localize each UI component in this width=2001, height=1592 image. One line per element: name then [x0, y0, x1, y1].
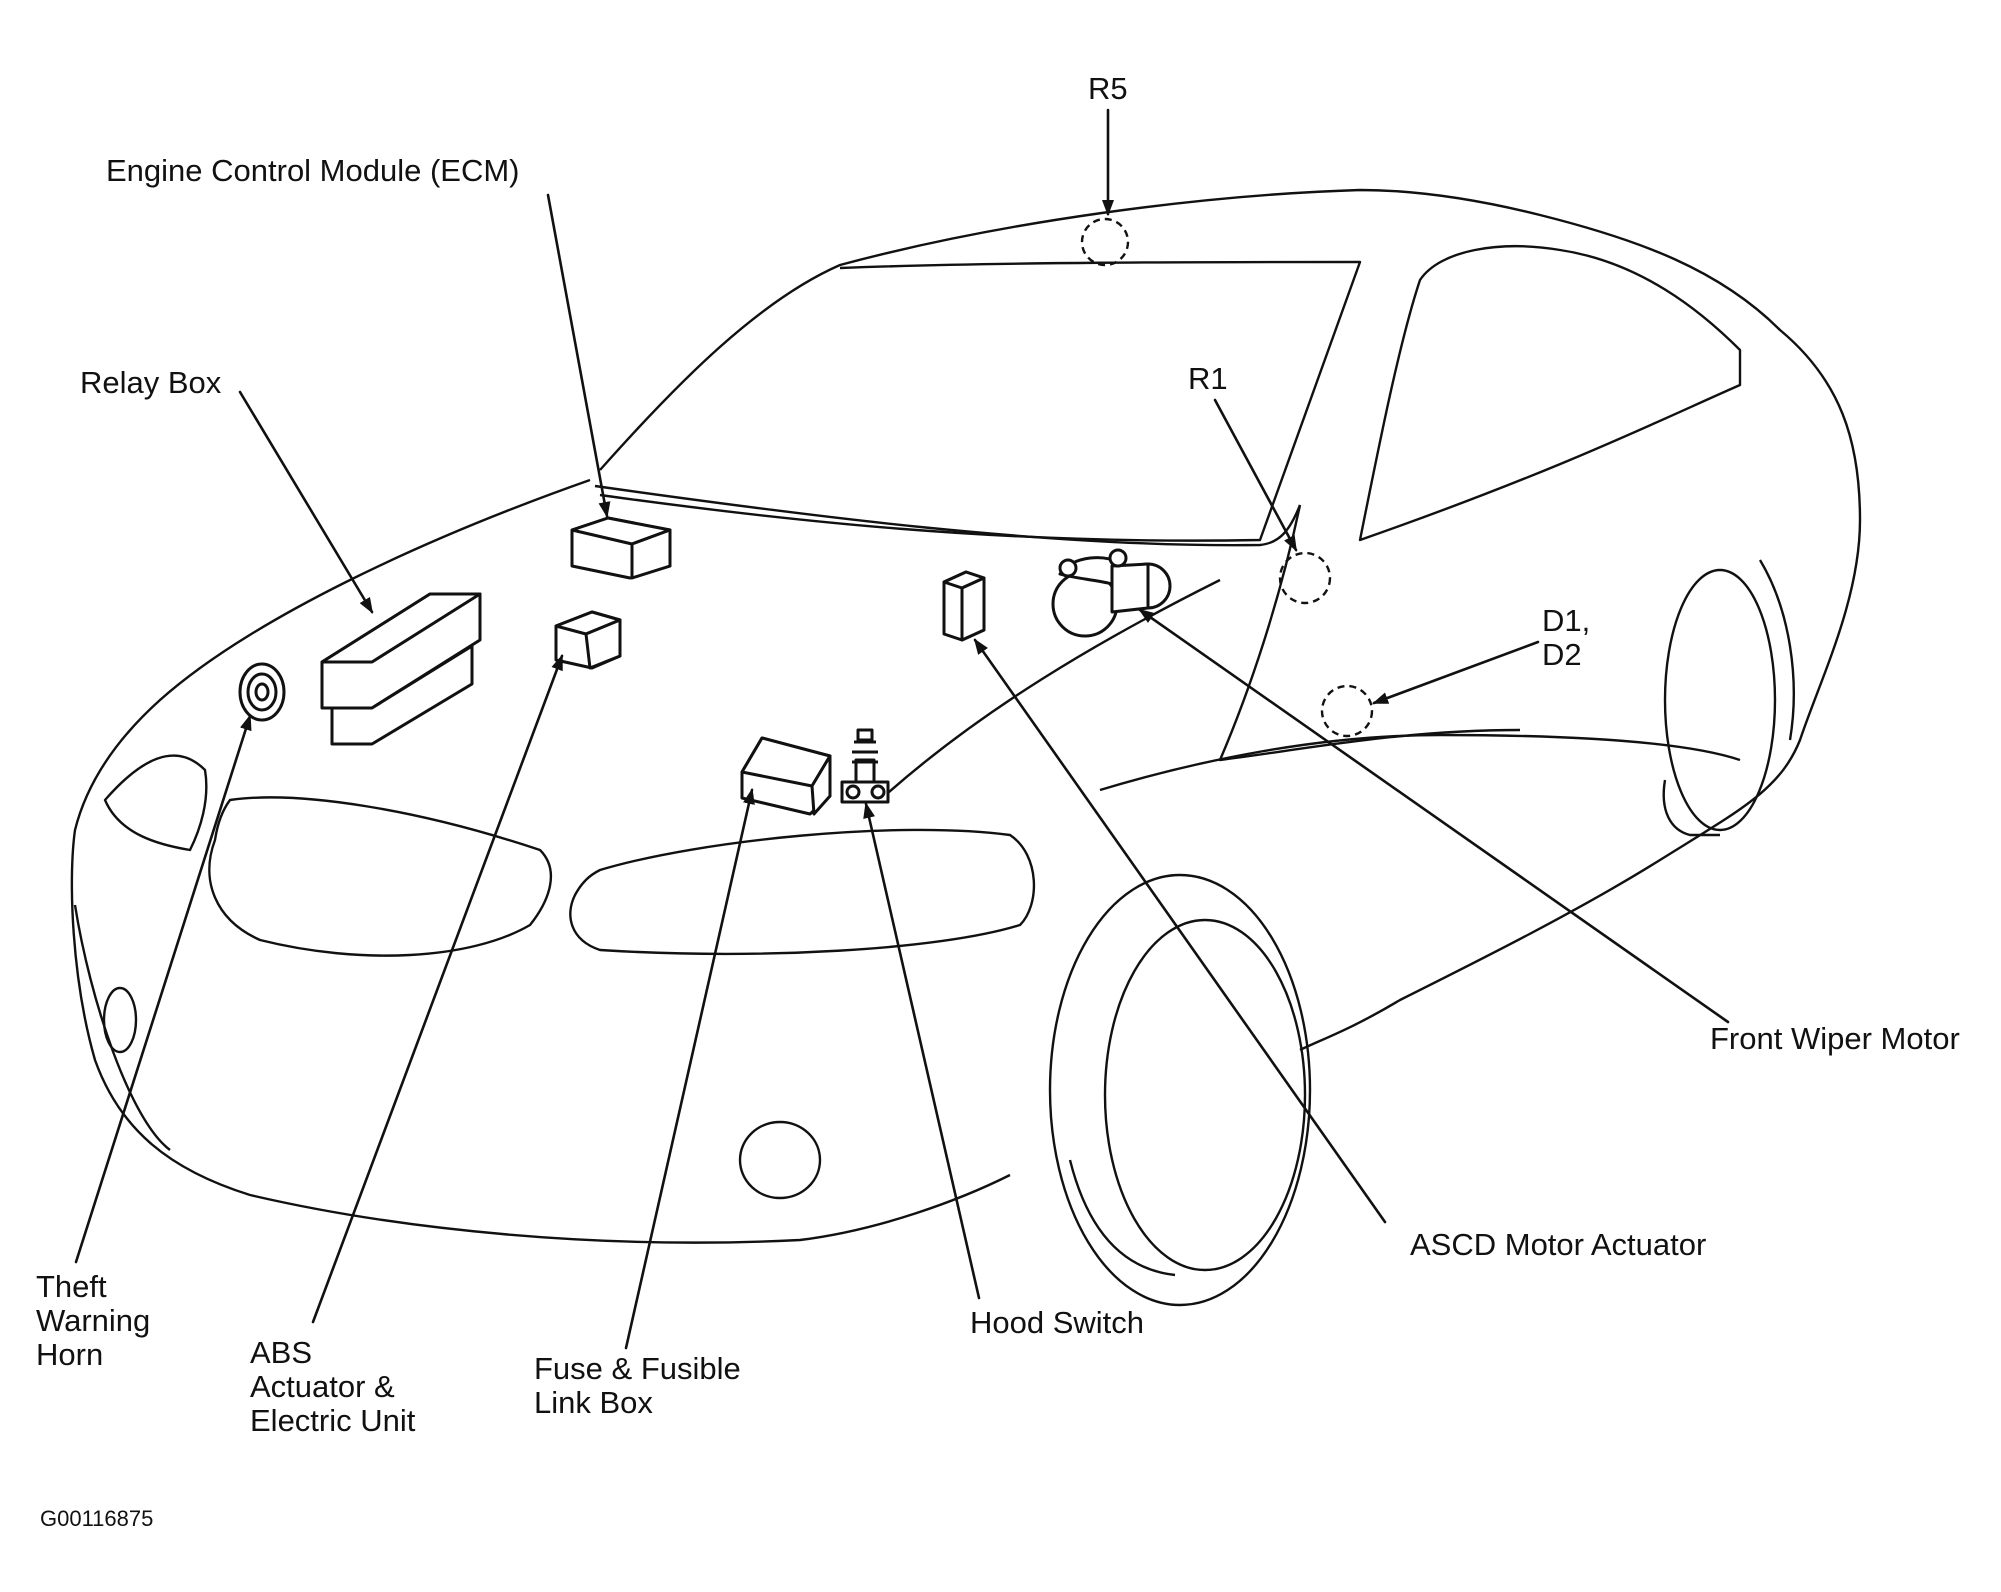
label-abs-line: ABS	[250, 1335, 313, 1370]
label-theft-line: Theft	[36, 1269, 107, 1304]
label-d2-line: D2	[1542, 637, 1582, 672]
location-r5-marker	[1080, 217, 1130, 267]
label-r5: R5	[1088, 71, 1128, 106]
label-actuator-line: Actuator &	[250, 1369, 395, 1404]
label-horn-line: Horn	[36, 1337, 104, 1372]
leader-d1-d2	[1372, 640, 1540, 705]
leader-abs-actuator	[311, 654, 564, 1324]
hood-switch-component	[840, 728, 890, 804]
ecm-component	[570, 516, 672, 580]
abs-actuator-component	[554, 610, 622, 670]
theft-warning-horn-component	[238, 662, 286, 722]
leader-r1	[1213, 398, 1298, 552]
label-d1-line: D1,	[1542, 603, 1591, 638]
label-ascd-motor-actuator: ASCD Motor Actuator	[1410, 1227, 1707, 1262]
figure-code: G00116875	[40, 1506, 154, 1531]
label-relay-box: Relay Box	[80, 365, 222, 400]
leader-ascd-motor-actuator	[973, 638, 1387, 1224]
label-front-wiper-motor: Front Wiper Motor	[1710, 1021, 1960, 1056]
location-d1-d2-marker	[1320, 684, 1374, 738]
leader-theft-warning-horn	[74, 714, 252, 1264]
label-fuse-line: Fuse & Fusible	[534, 1351, 741, 1386]
label-theft-warning-horn: Theft Warning Horn	[36, 1270, 150, 1372]
car-body-outline	[70, 188, 1862, 1307]
leader-hood-switch	[863, 802, 981, 1300]
label-abs-actuator: ABS Actuator & Electric Unit	[250, 1336, 415, 1438]
leader-front-wiper-motor	[1138, 608, 1730, 1024]
leader-fuse-box	[624, 788, 755, 1350]
leader-ecm	[546, 193, 611, 518]
label-ecm: Engine Control Module (ECM)	[106, 153, 520, 188]
label-warning-line: Warning	[36, 1303, 151, 1338]
location-r1-marker	[1278, 551, 1332, 605]
label-hood-switch: Hood Switch	[970, 1305, 1145, 1340]
ascd-motor-actuator-component	[942, 570, 986, 642]
relay-box-component	[320, 592, 482, 746]
label-d1-d2: D1, D2	[1542, 604, 1590, 672]
label-r1: R1	[1188, 361, 1228, 396]
front-wiper-motor-component	[1051, 548, 1172, 638]
label-electric-unit-line: Electric Unit	[250, 1403, 416, 1438]
leader-lines	[74, 108, 1730, 1350]
label-link-box-line: Link Box	[534, 1385, 653, 1420]
leader-relay-box	[238, 390, 374, 614]
fuse-box-component	[740, 736, 832, 816]
label-fuse-box: Fuse & Fusible Link Box	[534, 1352, 741, 1420]
